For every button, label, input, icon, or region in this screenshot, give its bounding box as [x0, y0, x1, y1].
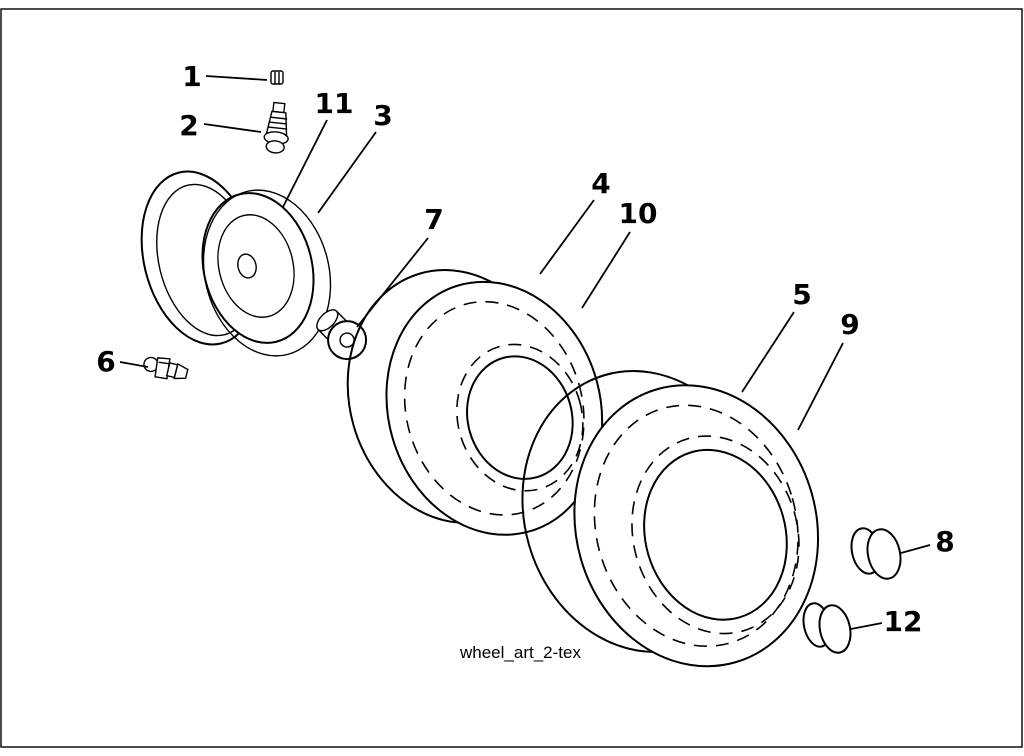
callout-5-label: 5 [792, 278, 811, 311]
grease-fitting [143, 356, 189, 380]
valve-cap [270, 70, 284, 85]
callout-12-leader [850, 622, 883, 630]
callout-1-leader [205, 75, 268, 81]
callout-6-label: 6 [96, 345, 115, 378]
callout-2-leader [203, 123, 262, 133]
callout-3-label: 3 [373, 99, 392, 132]
callout-7-leader [356, 237, 429, 328]
retaining-ring [202, 189, 332, 357]
callout-2-label: 2 [179, 109, 198, 142]
callout-4-leader [539, 199, 595, 275]
callout-10-label: 10 [619, 197, 658, 230]
callout-9-label: 9 [840, 308, 859, 341]
callout-5-leader [741, 311, 795, 393]
figure-caption: wheel_art_2-tex [459, 643, 581, 662]
callout-3-leader [317, 131, 377, 214]
spacer-bushing [316, 309, 368, 361]
page-border [0, 8, 1023, 748]
callout-11-label: 11 [315, 87, 354, 120]
callout-11-leader [282, 119, 328, 208]
hub-cap-12 [802, 602, 852, 654]
callout-4-label: 4 [591, 167, 610, 200]
valve-stem [263, 101, 289, 154]
outer-tire [521, 370, 820, 668]
callout-9-leader [797, 342, 844, 431]
wheel-rim [140, 170, 332, 357]
callout-10-leader [581, 231, 631, 309]
callout-8-label: 8 [935, 525, 954, 558]
inner-tire [346, 269, 604, 536]
callout-6-leader [119, 361, 149, 368]
callout-1-label: 1 [182, 60, 201, 93]
callout-12-label: 12 [884, 605, 923, 638]
callout-7-label: 7 [424, 203, 443, 236]
hub-cap-8 [850, 527, 902, 580]
callout-8-leader [900, 544, 931, 554]
